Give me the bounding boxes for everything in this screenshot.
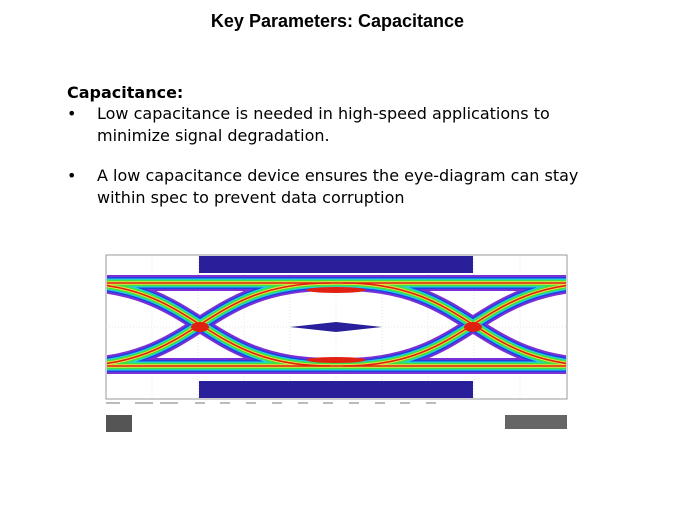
scope-status-box (106, 415, 132, 432)
eye-hotspot (464, 322, 482, 332)
bullet-text: Low capacitance is needed in high-speed … (97, 104, 550, 145)
slide-title: Key Parameters: Capacitance (210, 11, 465, 31)
bullet-text: A low capacitance device ensures the eye… (97, 166, 579, 207)
eye-diagram-figure (105, 254, 568, 432)
eye-hotspot (306, 357, 366, 363)
eye-hotspot (191, 322, 209, 332)
bullet-marker: • (67, 104, 77, 123)
eye-traces (107, 275, 566, 374)
scope-timebase-box (505, 415, 567, 429)
measurement-row (106, 402, 436, 404)
bullet-item: • Low capacitance is needed in high-spee… (67, 103, 607, 147)
bottom-mask (199, 381, 473, 398)
bullet-item: • A low capacitance device ensures the e… (67, 165, 607, 209)
center-mask (290, 322, 382, 332)
bullet-marker: • (67, 166, 77, 185)
eye-hotspot (306, 287, 366, 293)
top-mask (199, 256, 473, 273)
section-heading: Capacitance: (67, 83, 184, 102)
